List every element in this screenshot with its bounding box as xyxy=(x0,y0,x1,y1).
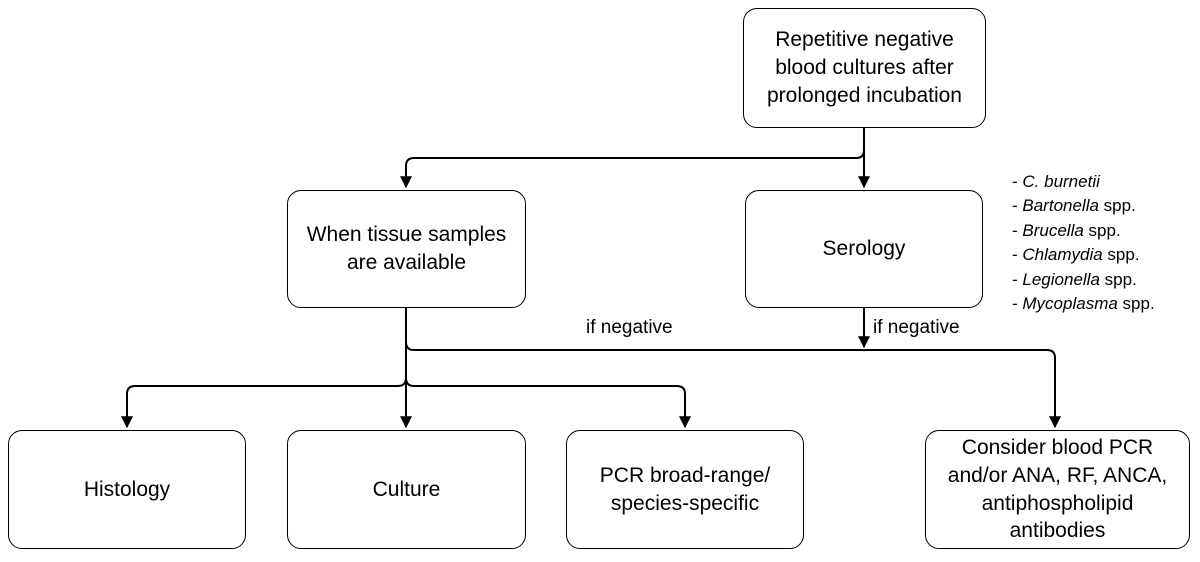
pcr-label: PCR broad-range/ species-specific xyxy=(599,463,771,515)
serology-node: Serology xyxy=(745,190,983,308)
consider-node: Consider blood PCR and/or ANA, RF, ANCA,… xyxy=(925,430,1190,549)
tissue-if-negative-label: if negative xyxy=(586,317,673,338)
tissue-samples-node: When tissue samples are available xyxy=(287,190,526,308)
arrow-start-to-tissue xyxy=(400,128,865,189)
histology-node: Histology xyxy=(8,430,246,549)
pathogen-item: - Legionella spp. xyxy=(1012,269,1137,289)
arrow-to-pcr xyxy=(405,377,691,429)
pathogen-item: - Bartonella spp. xyxy=(1012,196,1136,216)
arrow-to-histology xyxy=(121,377,407,429)
pathogen-item: - Brucella spp. xyxy=(1012,220,1121,240)
pcr-node: PCR broad-range/ species-specific xyxy=(566,430,804,549)
serology-pathogen-list: - C. burnetii - Bartonella spp. - Brucel… xyxy=(1012,170,1155,316)
serology-label: Serology xyxy=(822,237,906,261)
pathogen-item: - Mycoplasma spp. xyxy=(1012,294,1155,314)
start-node-label: Repetitive negative blood cultures after… xyxy=(767,28,962,107)
consider-label: Consider blood PCR and/or ANA, RF, ANCA,… xyxy=(947,435,1168,543)
arrow-to-consider xyxy=(405,341,1061,429)
serology-if-negative-label: if negative xyxy=(873,317,960,338)
pathogen-item: - C. burnetii xyxy=(1012,172,1100,191)
start-node: Repetitive negative blood cultures after… xyxy=(743,8,986,128)
culture-node: Culture xyxy=(287,430,526,549)
pathogen-item: - Chlamydia spp. xyxy=(1012,245,1140,265)
culture-label: Culture xyxy=(372,477,441,501)
histology-label: Histology xyxy=(83,477,171,501)
tissue-samples-label: When tissue samples are available xyxy=(306,223,507,274)
